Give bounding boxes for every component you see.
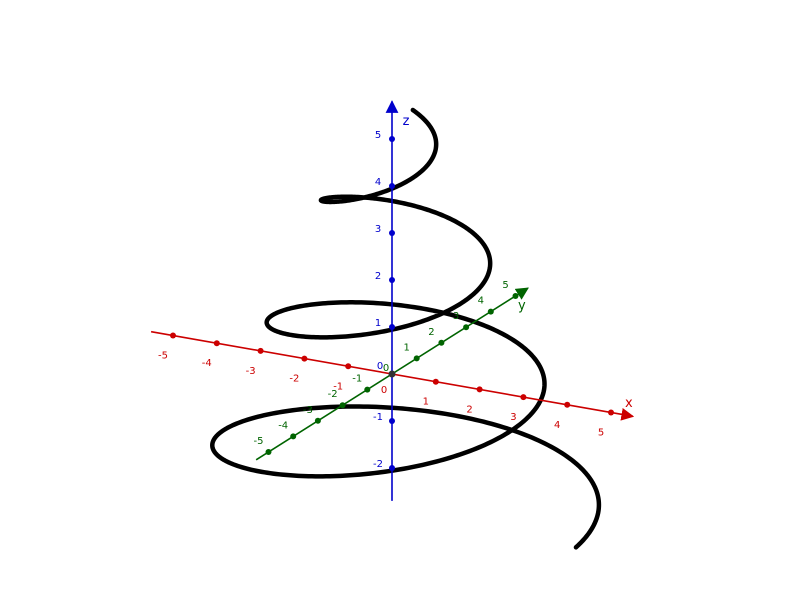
x-tick-dot: [170, 332, 176, 339]
y-tick-dot: [413, 355, 420, 362]
x-tick-dot: [476, 386, 483, 393]
x-tick-dot: [345, 363, 352, 370]
y-axis-name: y: [518, 299, 526, 314]
curve-layer: [210, 107, 602, 550]
y-tick-label: -5: [254, 436, 264, 447]
origin-point: [388, 370, 396, 378]
z-tick-label: 5: [375, 130, 381, 141]
z-tick-label: -1: [373, 412, 383, 423]
z-tick-label: -2: [373, 459, 383, 470]
x-axis-name: x: [625, 396, 633, 411]
z-axis: -2 -1 1 2 3 4 5 z: [373, 100, 410, 501]
x-tick-label: -5: [158, 351, 168, 362]
x-tick-label: -2: [289, 374, 299, 385]
y-tick-dot: [265, 449, 272, 455]
x-origin-label: 0: [381, 385, 387, 396]
y-tick-label: 3: [453, 311, 459, 322]
z-axis-name: z: [403, 114, 410, 129]
x-tick-dot: [213, 340, 220, 347]
x-tick-label: 1: [423, 397, 429, 408]
y-tick-dot: [438, 339, 445, 346]
z-tick-dot: [389, 465, 395, 471]
x-tick-label: -3: [246, 366, 256, 377]
z-origin-label: 0: [377, 361, 383, 372]
z-tick-label: 1: [375, 318, 381, 329]
x-tick-label: 4: [554, 420, 560, 431]
y-tick-dot: [487, 308, 494, 315]
x-tick-dot: [257, 347, 264, 354]
y-tick-dot: [314, 417, 321, 424]
z-tick-dot: [389, 277, 395, 283]
y-tick-dot: [512, 293, 519, 299]
z-tick-dot: [389, 183, 395, 189]
x-tick-label: -1: [333, 381, 343, 392]
x-tick-label: 3: [510, 412, 516, 423]
z-tick-dot: [389, 230, 395, 236]
x-tick-dot: [608, 409, 614, 416]
y-origin-label: 0: [383, 363, 389, 374]
z-tick-dot: [389, 136, 395, 142]
y-tick-label: 2: [428, 327, 434, 338]
z-tick-label: 2: [375, 271, 381, 282]
z-tick-dot: [389, 324, 395, 330]
y-tick-label: -4: [278, 420, 288, 431]
helix-curve: [210, 107, 602, 550]
z-tick-label: 4: [375, 177, 381, 188]
y-tick-label: 1: [404, 342, 410, 353]
y-tick-label: 5: [502, 280, 508, 291]
x-tick-label: -4: [202, 358, 212, 369]
y-tick-dot: [364, 386, 371, 393]
y-tick-label: -3: [303, 405, 313, 416]
y-tick-label: 4: [478, 296, 484, 307]
origin-layer: 000: [377, 361, 396, 396]
z-tick-dot: [389, 418, 395, 424]
y-tick-dot: [463, 324, 470, 331]
x-tick-label: 2: [466, 404, 472, 415]
x-tick-dot: [564, 401, 571, 408]
x-tick-dot: [520, 394, 527, 401]
x-tick-dot: [301, 355, 308, 362]
y-tick-dot: [339, 402, 346, 409]
y-tick-label: -1: [352, 374, 362, 385]
y-tick-dot: [290, 433, 297, 440]
x-tick-dot: [432, 378, 439, 385]
z-tick-label: 3: [375, 224, 381, 235]
y-tick-label: -2: [328, 389, 338, 400]
x-tick-label: 5: [598, 428, 604, 439]
